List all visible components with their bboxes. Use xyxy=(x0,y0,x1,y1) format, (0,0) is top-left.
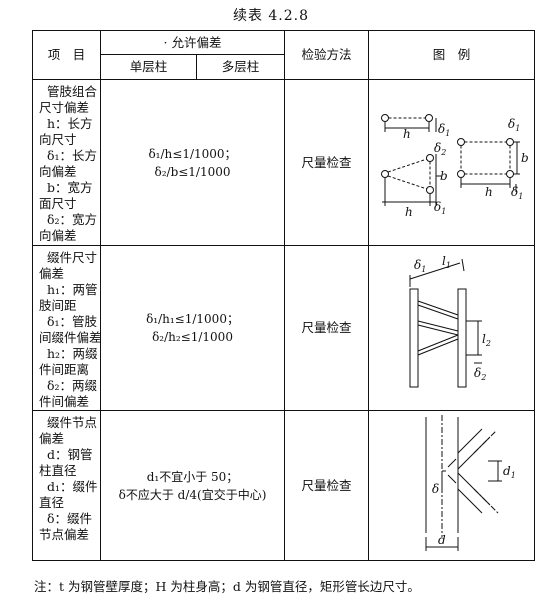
label-b: b xyxy=(440,169,448,183)
figure-cell: d1 δ d xyxy=(368,410,536,561)
label-h-right: h xyxy=(485,185,493,199)
footnote: 注：t 为钢管壁厚度；H 为柱身高；d 为钢管直径，矩形管长边尺寸。 xyxy=(34,579,420,594)
figure-cell: δ1 l1 l2 δ2 xyxy=(368,245,536,411)
label-delta1: δ1 xyxy=(414,258,426,274)
label-delta: δ xyxy=(432,482,439,496)
label-delta1: δ1 xyxy=(438,122,450,138)
deviation-cell: δ₁/h₁≤1/1000； δ₂/h₂≤1/1000 xyxy=(99,245,286,411)
header-row-2: 单层柱 多层柱 xyxy=(33,54,535,80)
method-cell: 尺量检查 xyxy=(284,410,370,561)
label-delta2: δ2 xyxy=(474,366,486,382)
header-multi: 多层柱 xyxy=(195,54,286,80)
item-cell: 缀件节点 偏差 d：钢管 柱直径 d₁：缀件 直径 δ：缀件 节点偏差 xyxy=(32,410,101,561)
table-title: 续表 4.2.8 xyxy=(232,8,310,24)
method-cell: 尺量检查 xyxy=(284,245,370,411)
label-delta1-right: δ1 xyxy=(508,117,520,133)
header-allowed: · 允许偏差 xyxy=(99,30,286,55)
label-delta2: δ2 xyxy=(434,141,446,157)
figure-cell: h δ1 δ2 b h δ1 δ1 b h δ1 xyxy=(368,79,536,246)
item-cell: 缀件尺寸 偏差 h₁：两管 肢间距 δ₁：管肢 间缀件偏差 h₂：两缀 件间距离… xyxy=(32,245,102,411)
table-row: 管肢组合 尺寸偏差 h：长方 向尺寸 δ₁：长方 向偏差 b：宽方 面尺寸 δ₂… xyxy=(32,79,536,246)
diagram-lacing: δ1 l1 l2 δ2 xyxy=(409,254,491,387)
deviation-cell: d₁不宜小于 50； δ不应大于 d/4(宜交于中心) xyxy=(99,410,286,561)
table-row: 缀件尺寸 偏差 h₁：两管 肢间距 δ₁：管肢 间缀件偏差 h₂：两缀 件间距离… xyxy=(32,245,536,411)
label-l2: l2 xyxy=(482,332,491,348)
tolerance-table: 项 目 · 允许偏差 检验方法 图 例 单层柱 多层柱 管肢组合 尺寸偏差 h：… xyxy=(32,30,536,561)
label-d1: d1 xyxy=(503,464,516,480)
item-cell: 管肢组合 尺寸偏差 h：长方 向尺寸 δ₁：长方 向偏差 b：宽方 面尺寸 δ₂… xyxy=(32,79,101,246)
deviation-cell: δ₁/h≤1/1000； δ₂/b≤1/1000 xyxy=(99,79,286,246)
diagram-limb-assembly: h δ1 δ2 b h δ1 δ1 b h δ1 xyxy=(380,113,529,219)
label-h-bottom: h xyxy=(405,205,413,219)
label-delta1-bottom: δ1 xyxy=(434,200,446,216)
method-cell: 尺量检查 xyxy=(284,79,370,246)
header-row-1: 项 目 · 允许偏差 检验方法 图 例 xyxy=(32,30,536,80)
header-item: 项 目 xyxy=(32,30,101,80)
header-figure: 图 例 xyxy=(368,30,536,80)
label-delta1-right-bottom: δ1 xyxy=(511,185,523,201)
label-l1: l1 xyxy=(442,254,451,270)
label-b-right: b xyxy=(521,151,529,165)
label-h: h xyxy=(403,127,411,141)
label-d: d xyxy=(438,533,446,547)
table-row: 缀件节点 偏差 d：钢管 柱直径 d₁：缀件 直径 δ：缀件 节点偏差 d₁不宜… xyxy=(32,410,536,561)
header-method: 检验方法 xyxy=(284,30,370,80)
header-single: 单层柱 xyxy=(100,54,197,80)
diagram-lacing-node: d1 δ d xyxy=(425,415,516,551)
